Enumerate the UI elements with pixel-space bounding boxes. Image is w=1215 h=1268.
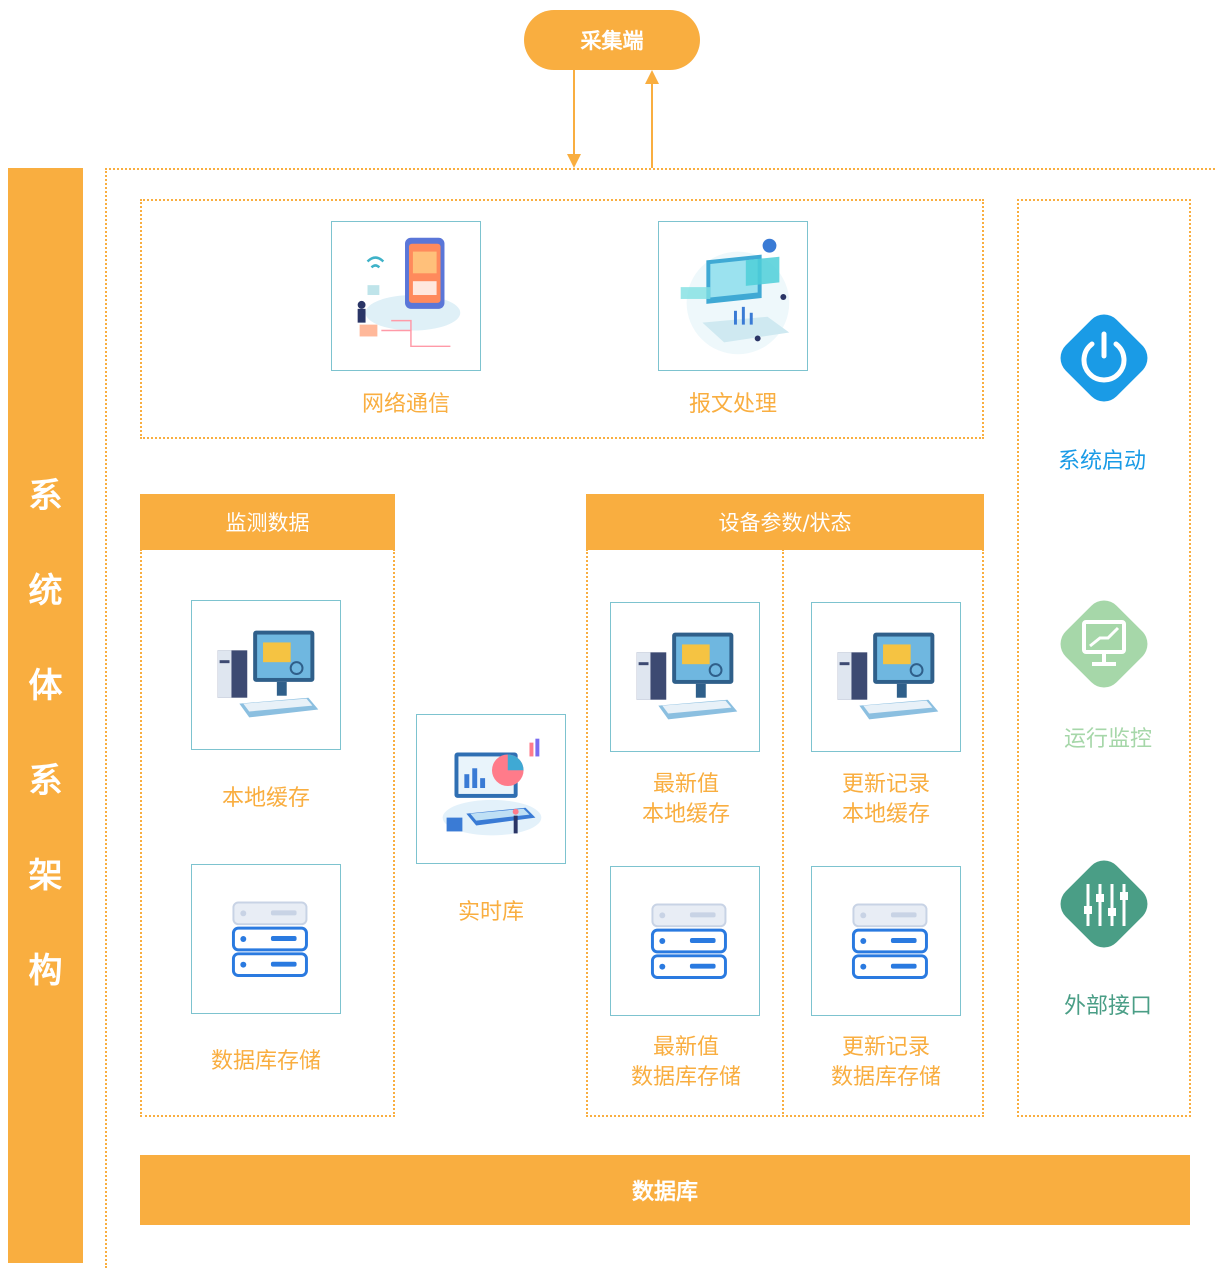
sliders-icon[interactable] <box>1050 850 1158 958</box>
device-params-header: 设备参数/状态 <box>586 494 984 550</box>
side-title-char: 统 <box>28 571 63 611</box>
latest-db-server-icon <box>610 866 760 1016</box>
collector-node: 采集端 <box>524 10 700 70</box>
side-title-char: 架 <box>28 856 63 896</box>
side-title-char: 体 <box>28 666 63 706</box>
monitor-data-group <box>140 549 395 1117</box>
side-title-char: 系 <box>28 761 63 801</box>
record-db-server-icon <box>811 866 961 1016</box>
local-cache-label: 本地缓存 <box>221 786 310 811</box>
device-params-group <box>586 549 984 1117</box>
database-bar: 数据库 <box>140 1155 1190 1225</box>
local-cache-computer-icon <box>191 600 341 750</box>
system-architecture-bar: 系 统 体 系 架 构 <box>8 168 83 1263</box>
db-storage-label: 数据库存储 <box>210 1049 321 1074</box>
network-comm-illustration <box>331 221 481 371</box>
side-title-char: 构 <box>28 951 63 991</box>
record-cache-label: 更新记录本地缓存 <box>841 772 930 827</box>
system-start-label: 系统启动 <box>1057 449 1146 474</box>
communication-group <box>140 199 984 439</box>
latest-cache-computer-icon <box>610 602 760 752</box>
network-comm-label: 网络通信 <box>361 392 450 417</box>
device-group-divider <box>782 549 784 1117</box>
db-storage-server-icon <box>191 864 341 1014</box>
latest-cache-label: 最新值本地缓存 <box>641 772 730 827</box>
realtime-db-illustration <box>416 714 566 864</box>
realtime-db-label: 实时库 <box>457 900 524 925</box>
message-processing-label: 报文处理 <box>688 392 777 417</box>
latest-db-label: 最新值数据库存储 <box>630 1035 741 1090</box>
system-frame <box>105 168 1215 1268</box>
side-title-char: 系 <box>28 476 63 516</box>
external-interface-label: 外部接口 <box>1063 994 1152 1019</box>
collector-arrows <box>567 70 659 168</box>
control-group <box>1017 199 1191 1117</box>
run-monitor-label: 运行监控 <box>1063 727 1152 752</box>
record-db-label: 更新记录数据库存储 <box>830 1035 941 1090</box>
record-cache-computer-icon <box>811 602 961 752</box>
power-icon[interactable] <box>1050 304 1158 412</box>
monitor-screen-icon[interactable] <box>1050 590 1158 698</box>
monitor-data-header: 监测数据 <box>140 494 395 550</box>
message-processing-illustration <box>658 221 808 371</box>
